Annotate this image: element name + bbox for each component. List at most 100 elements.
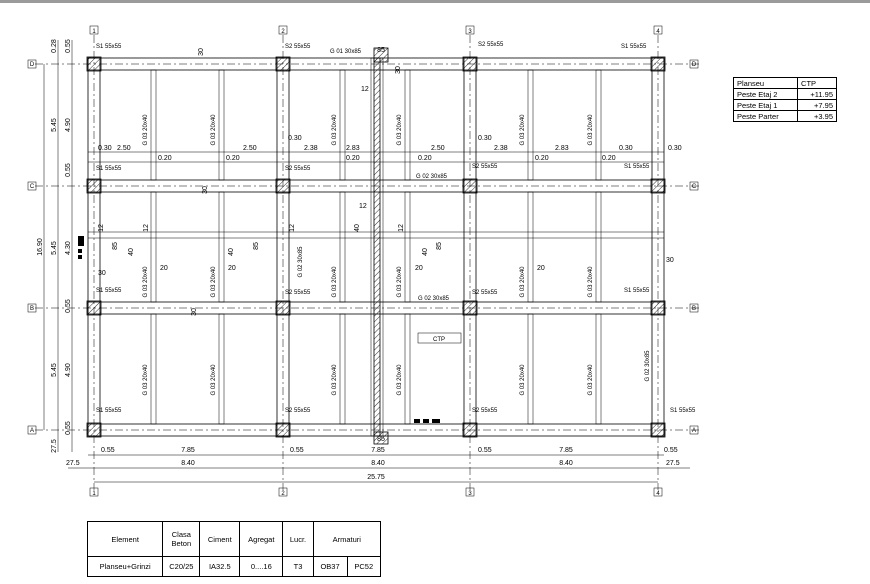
dim-left-total: 16.90: [37, 238, 44, 256]
beam-label-g03-5: G 03 20x40: [520, 114, 526, 146]
dim-left-bay-7: 5.45: [51, 363, 58, 377]
left-dimensions: 0.28 0.55 5.45 4.90 0.55 5.45 4.30 0.55 …: [37, 39, 73, 453]
ctp-box: [417, 332, 462, 344]
dim-c-2: 2.50: [117, 145, 131, 152]
axis-label-a-left: A: [30, 428, 34, 434]
axis-label-1-top: 1: [92, 29, 96, 35]
spec-header-agregat: Agregat: [239, 521, 284, 557]
dim-left-bay-2: 4.90: [65, 118, 72, 132]
beam-label-g02-mid: G 02 30x85: [418, 296, 450, 302]
dim-30-5: 30: [98, 270, 106, 277]
col-label-b4: S1 55x55: [624, 288, 650, 294]
dim-20-4: 20: [537, 265, 545, 272]
axis-label-b-right: B: [692, 306, 696, 312]
beam-label-g03-3: G 03 20x40: [332, 114, 338, 146]
col-label-d2: S2 55x55: [285, 44, 311, 50]
dim-c-1: 0.30: [98, 145, 112, 152]
col-label-b1: S1 55x55: [96, 288, 122, 294]
dim-c-15: 0.20: [602, 155, 616, 162]
dim-85-1: 85: [112, 242, 119, 250]
dim-bottom-clear-1: 0.55: [101, 447, 115, 454]
beam-label-g03-6: G 03 20x40: [588, 114, 594, 146]
beam-label-g02-top: G 02 30x85: [416, 174, 448, 180]
dim-12-6: 12: [398, 224, 405, 232]
dim-left-bay-6: 0.55: [65, 299, 72, 313]
axis-label-c-right: C: [692, 184, 697, 190]
beam-label-g02-v: G 02 30x85: [298, 246, 304, 278]
beam-label-g03-9: G 03 20x40: [332, 266, 338, 298]
dim-c-6: 0.30: [288, 135, 302, 142]
axis-grid: [35, 35, 700, 490]
dim-12-3: 12: [98, 224, 105, 232]
axis-bubbles: 1 2 3 4 1 2 3 4 D C B A D C B A: [27, 25, 699, 497]
dim-40-4: 40: [422, 248, 429, 256]
spec-cell-armatura-1: OB37: [312, 556, 348, 577]
row-c-dimensions: 0.30 2.50 0.20 0.20 2.50 0.30 2.38 2.83 …: [98, 135, 682, 162]
dim-30-3: 30: [202, 186, 209, 194]
dim-left-bay-1: 5.45: [51, 118, 58, 132]
dim-12-1: 12: [361, 86, 369, 93]
dim-c-18: 0.20: [418, 155, 432, 162]
beam-label-g03-16: G 03 20x40: [397, 364, 403, 396]
dim-left-bay-3: 0.55: [65, 163, 72, 177]
beam-label-g03-2: G 03 20x40: [211, 114, 217, 146]
beam-label-g03-4: G 03 20x40: [397, 114, 403, 146]
col-label-b3: S2 55x55: [472, 290, 498, 296]
col-label-c1: S1 55x55: [96, 166, 122, 172]
column-labels: S1 55x55 S2 55x55 S2 55x55 S1 55x55 S1 5…: [96, 42, 696, 414]
spec-header-ciment: Ciment: [199, 521, 241, 557]
table-row: Peste Etaj 2 +11.95: [732, 88, 837, 100]
dim-20-1: 20: [160, 265, 168, 272]
axis-label-d-right: D: [692, 62, 697, 68]
dim-bottom-total: 25.75: [367, 474, 385, 481]
col-label-d4: S1 55x55: [621, 44, 647, 50]
dim-12-5: 12: [289, 224, 296, 232]
level-name: Peste Parter: [732, 110, 799, 122]
window-top-border: [0, 0, 870, 3]
dim-bottom-span-2: 8.40: [181, 460, 195, 467]
dim-c-9: 0.20: [346, 155, 360, 162]
dim-85-top: 85: [377, 47, 385, 54]
dim-85-bottom: 85: [377, 436, 385, 443]
beam-label-g03-17: G 03 20x40: [520, 364, 526, 396]
level-value: +11.95: [797, 88, 837, 100]
misc-dimensions: 85 85 30 30 30 30 12 12 12 12 12 12 40 4…: [98, 47, 674, 443]
level-header-value: CTP: [797, 77, 837, 89]
dim-bottom-clear-3: 0.55: [290, 447, 304, 454]
dim-30-1: 30: [198, 48, 205, 56]
axis-label-b-left: B: [30, 306, 34, 312]
spec-header-lucr: Lucr.: [282, 521, 314, 557]
dim-left-bay-5: 4.30: [65, 241, 72, 255]
beam-label-g03-15: G 03 20x40: [332, 364, 338, 396]
level-header-name: Planseu: [732, 77, 799, 89]
spec-cell-armatura-2: PC52: [346, 556, 382, 577]
dim-bottom-clear-4: 7.85: [371, 447, 385, 454]
col-label-a1: S1 55x55: [96, 408, 122, 414]
dim-bottom-span-3: 8.40: [371, 460, 385, 467]
dim-c-7: 2.38: [304, 145, 318, 152]
dim-bottom-clear-2: 7.85: [181, 447, 195, 454]
axis-label-4-bottom: 4: [656, 491, 660, 497]
secondary-beams: [88, 69, 664, 425]
dim-30-6: 30: [666, 257, 674, 264]
dim-c-4: 0.20: [226, 155, 240, 162]
dim-c-13: 0.20: [535, 155, 549, 162]
dim-12-4: 12: [143, 224, 150, 232]
dim-left-bay-8: 4.90: [65, 363, 72, 377]
level-markers: [78, 236, 440, 423]
level-name: Peste Etaj 1: [732, 99, 799, 111]
col-label-a4: S1 55x55: [670, 408, 696, 414]
beam-label-g01: G 01 30x85: [330, 49, 362, 55]
table-row: Planseu+Grinzi C20/25 IA32.5 0....16 T3 …: [86, 556, 382, 577]
spec-header-armaturi: Armaturi: [312, 521, 382, 557]
col-label-a2: S2 55x55: [285, 408, 311, 414]
spec-header-clasa-beton: Clasa Beton: [162, 521, 201, 557]
dim-c-14: 2.83: [555, 145, 569, 152]
beam-label-g03-10: G 03 20x40: [397, 266, 403, 298]
spec-cell-clasa-beton: C20/25: [162, 556, 201, 577]
dim-c-8: 2.83: [346, 145, 360, 152]
dim-c-16: 0.30: [619, 145, 633, 152]
dim-left-top-1: 0.28: [51, 39, 58, 53]
dim-20-3: 20: [415, 265, 423, 272]
spec-cell-element: Planseu+Grinzi: [86, 556, 164, 577]
